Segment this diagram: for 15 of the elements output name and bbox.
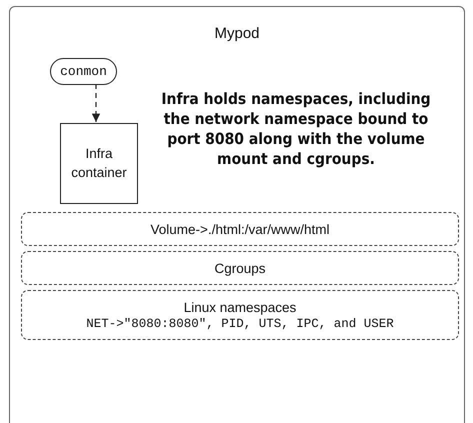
process-pill <box>50 58 117 85</box>
band-title: Volume->./html:/var/www/html <box>150 222 330 236</box>
band-title: Cgroups <box>214 260 266 276</box>
container-name: Infra container <box>70 145 128 182</box>
arrow <box>92 84 100 122</box>
pod-frame <box>9 6 465 423</box>
namespace-list: NET->"8080:8080", PID, UTS, IPC, and USER <box>86 316 394 330</box>
resource-band <box>21 251 459 285</box>
pod-title: Mypod <box>214 25 260 42</box>
resource-band <box>21 290 459 340</box>
note-text: Infra holds namespaces, including the network namespace bound to port 8080 along with the volume mount and cgroups. <box>160 89 432 170</box>
container-box <box>60 123 138 204</box>
process-name: conmon <box>60 64 107 79</box>
band-title: Linux namespaces <box>184 300 296 314</box>
resource-band <box>21 212 459 246</box>
